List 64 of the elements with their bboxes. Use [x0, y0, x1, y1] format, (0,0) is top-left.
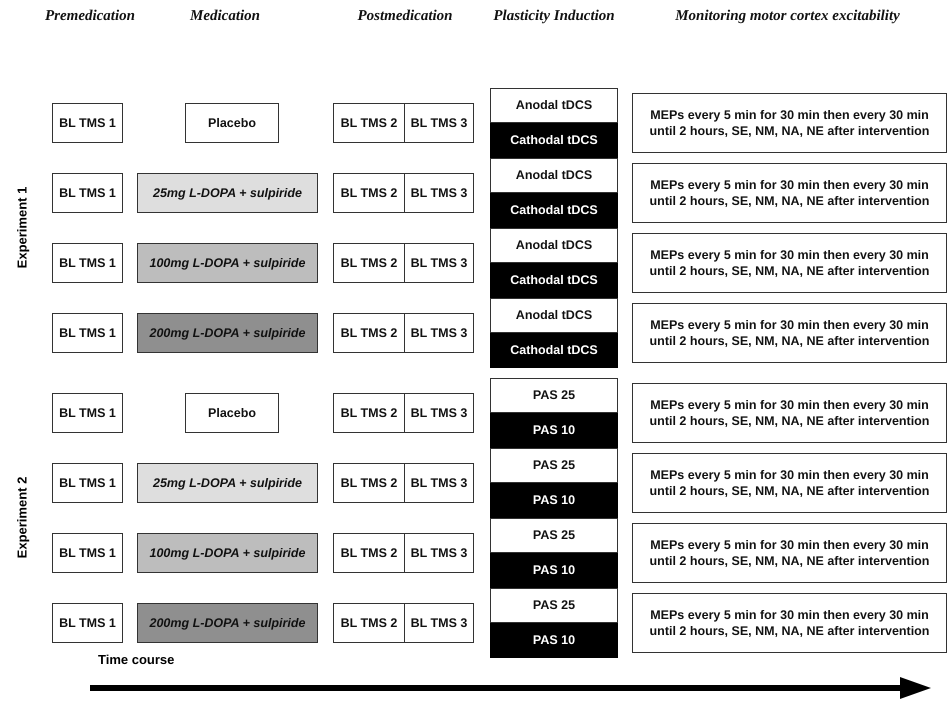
stimulation-box: Anodal tDCS — [490, 228, 618, 263]
stimulation-box: PAS 25 — [490, 378, 618, 413]
baseline-tms-box: BL TMS 1 — [52, 103, 123, 143]
stimulation-box: Anodal tDCS — [490, 298, 618, 333]
medication-box: 25mg L-DOPA + sulpiride — [137, 463, 318, 503]
monitoring-box: MEPs every 5 min for 30 min then every 30 min until 2 hours, SE, NM, NA, NE after intervention — [632, 593, 947, 653]
monitoring-box: MEPs every 5 min for 30 min then every 30 min until 2 hours, SE, NM, NA, NE after intervention — [632, 453, 947, 513]
baseline-tms-box: BL TMS 3 — [404, 533, 474, 573]
stimulation-box: PAS 25 — [490, 448, 618, 483]
stimulation-box: Cathodal tDCS — [490, 333, 618, 368]
medication-box: Placebo — [185, 103, 279, 143]
monitoring-box: MEPs every 5 min for 30 min then every 30 min until 2 hours, SE, NM, NA, NE after intervention — [632, 93, 947, 153]
baseline-tms-box: BL TMS 3 — [404, 103, 474, 143]
medication-box: 200mg L-DOPA + sulpiride — [137, 603, 318, 643]
baseline-tms-box: BL TMS 1 — [52, 463, 123, 503]
stimulation-box: PAS 25 — [490, 588, 618, 623]
baseline-tms-box: BL TMS 3 — [404, 173, 474, 213]
baseline-tms-box: BL TMS 1 — [52, 313, 123, 353]
monitoring-box: MEPs every 5 min for 30 min then every 30 min until 2 hours, SE, NM, NA, NE after intervention — [632, 163, 947, 223]
medication-box: 200mg L-DOPA + sulpiride — [137, 313, 318, 353]
baseline-tms-box: BL TMS 3 — [404, 313, 474, 353]
baseline-tms-box: BL TMS 2 — [333, 103, 405, 143]
baseline-tms-box: BL TMS 2 — [333, 313, 405, 353]
medication-box: 25mg L-DOPA + sulpiride — [137, 173, 318, 213]
baseline-tms-box: BL TMS 1 — [52, 393, 123, 433]
medication-box: 100mg L-DOPA + sulpiride — [137, 533, 318, 573]
baseline-tms-box: BL TMS 1 — [52, 533, 123, 573]
column-header: Postmedication — [356, 8, 454, 25]
stimulation-box: PAS 25 — [490, 518, 618, 553]
monitoring-box: MEPs every 5 min for 30 min then every 30 min until 2 hours, SE, NM, NA, NE after intervention — [632, 523, 947, 583]
stimulation-box: PAS 10 — [490, 623, 618, 658]
stimulation-box: Anodal tDCS — [490, 88, 618, 123]
stimulation-box: Cathodal tDCS — [490, 263, 618, 298]
column-header: Monitoring motor cortex excitability — [674, 8, 901, 25]
baseline-tms-box: BL TMS 3 — [404, 603, 474, 643]
stimulation-box: Cathodal tDCS — [490, 123, 618, 158]
column-header: Premedication — [44, 8, 136, 25]
column-header: Medication — [188, 8, 261, 25]
baseline-tms-box: BL TMS 2 — [333, 243, 405, 283]
baseline-tms-box: BL TMS 2 — [333, 603, 405, 643]
medication-box: Placebo — [185, 393, 279, 433]
baseline-tms-box: BL TMS 1 — [52, 173, 123, 213]
baseline-tms-box: BL TMS 1 — [52, 243, 123, 283]
baseline-tms-box: BL TMS 2 — [333, 173, 405, 213]
stimulation-box: PAS 10 — [490, 483, 618, 518]
baseline-tms-box: BL TMS 2 — [333, 463, 405, 503]
column-header: Plasticity Induction — [492, 8, 616, 25]
monitoring-box: MEPs every 5 min for 30 min then every 30 min until 2 hours, SE, NM, NA, NE after intervention — [632, 233, 947, 293]
stimulation-box: Anodal tDCS — [490, 158, 618, 193]
baseline-tms-box: BL TMS 1 — [52, 603, 123, 643]
baseline-tms-box: BL TMS 2 — [333, 533, 405, 573]
medication-box: 100mg L-DOPA + sulpiride — [137, 243, 318, 283]
stimulation-box: Cathodal tDCS — [490, 193, 618, 228]
stimulation-box: PAS 10 — [490, 553, 618, 588]
stimulation-box: PAS 10 — [490, 413, 618, 448]
baseline-tms-box: BL TMS 3 — [404, 393, 474, 433]
group-label: Experiment 1 — [14, 186, 30, 270]
baseline-tms-box: BL TMS 2 — [333, 393, 405, 433]
monitoring-box: MEPs every 5 min for 30 min then every 30 min until 2 hours, SE, NM, NA, NE after intervention — [632, 383, 947, 443]
group-label: Experiment 2 — [14, 476, 30, 560]
axis-label: Time course — [98, 652, 174, 667]
baseline-tms-box: BL TMS 3 — [404, 243, 474, 283]
monitoring-box: MEPs every 5 min for 30 min then every 30 min until 2 hours, SE, NM, NA, NE after intervention — [632, 303, 947, 363]
baseline-tms-box: BL TMS 3 — [404, 463, 474, 503]
